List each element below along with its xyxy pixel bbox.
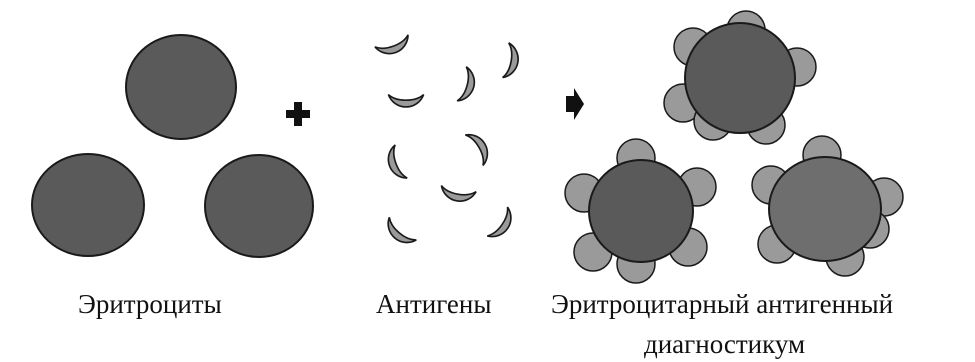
arrow-icon xyxy=(566,88,584,120)
diagnosticum-particle xyxy=(664,11,816,144)
antigen xyxy=(383,145,407,182)
antigens-group xyxy=(375,35,521,250)
erythrocyte xyxy=(126,35,236,139)
antigen xyxy=(381,217,416,249)
antigen xyxy=(487,207,517,243)
erythrocytes-label: Эритроциты xyxy=(78,291,222,318)
antigens-label: Антигены xyxy=(376,291,492,318)
antigen xyxy=(388,95,423,107)
erythrocyte xyxy=(32,154,144,256)
plus-icon xyxy=(286,102,310,126)
immunodiagnosticum-diagram xyxy=(0,0,975,290)
antigen xyxy=(457,67,478,104)
diagnosticum-particle xyxy=(565,139,716,283)
antigen xyxy=(375,35,412,59)
erythrocyte xyxy=(205,155,313,257)
diagnosticum-label-line1: Эритроцитарный антигенный xyxy=(551,291,893,318)
antigen xyxy=(439,186,476,204)
antigen xyxy=(465,129,493,166)
diagnosticum-label-line2: диагностикум xyxy=(644,331,805,358)
erythrocytes-group xyxy=(32,35,313,257)
diagnosticum-particle xyxy=(752,136,903,276)
antigen xyxy=(503,43,521,80)
